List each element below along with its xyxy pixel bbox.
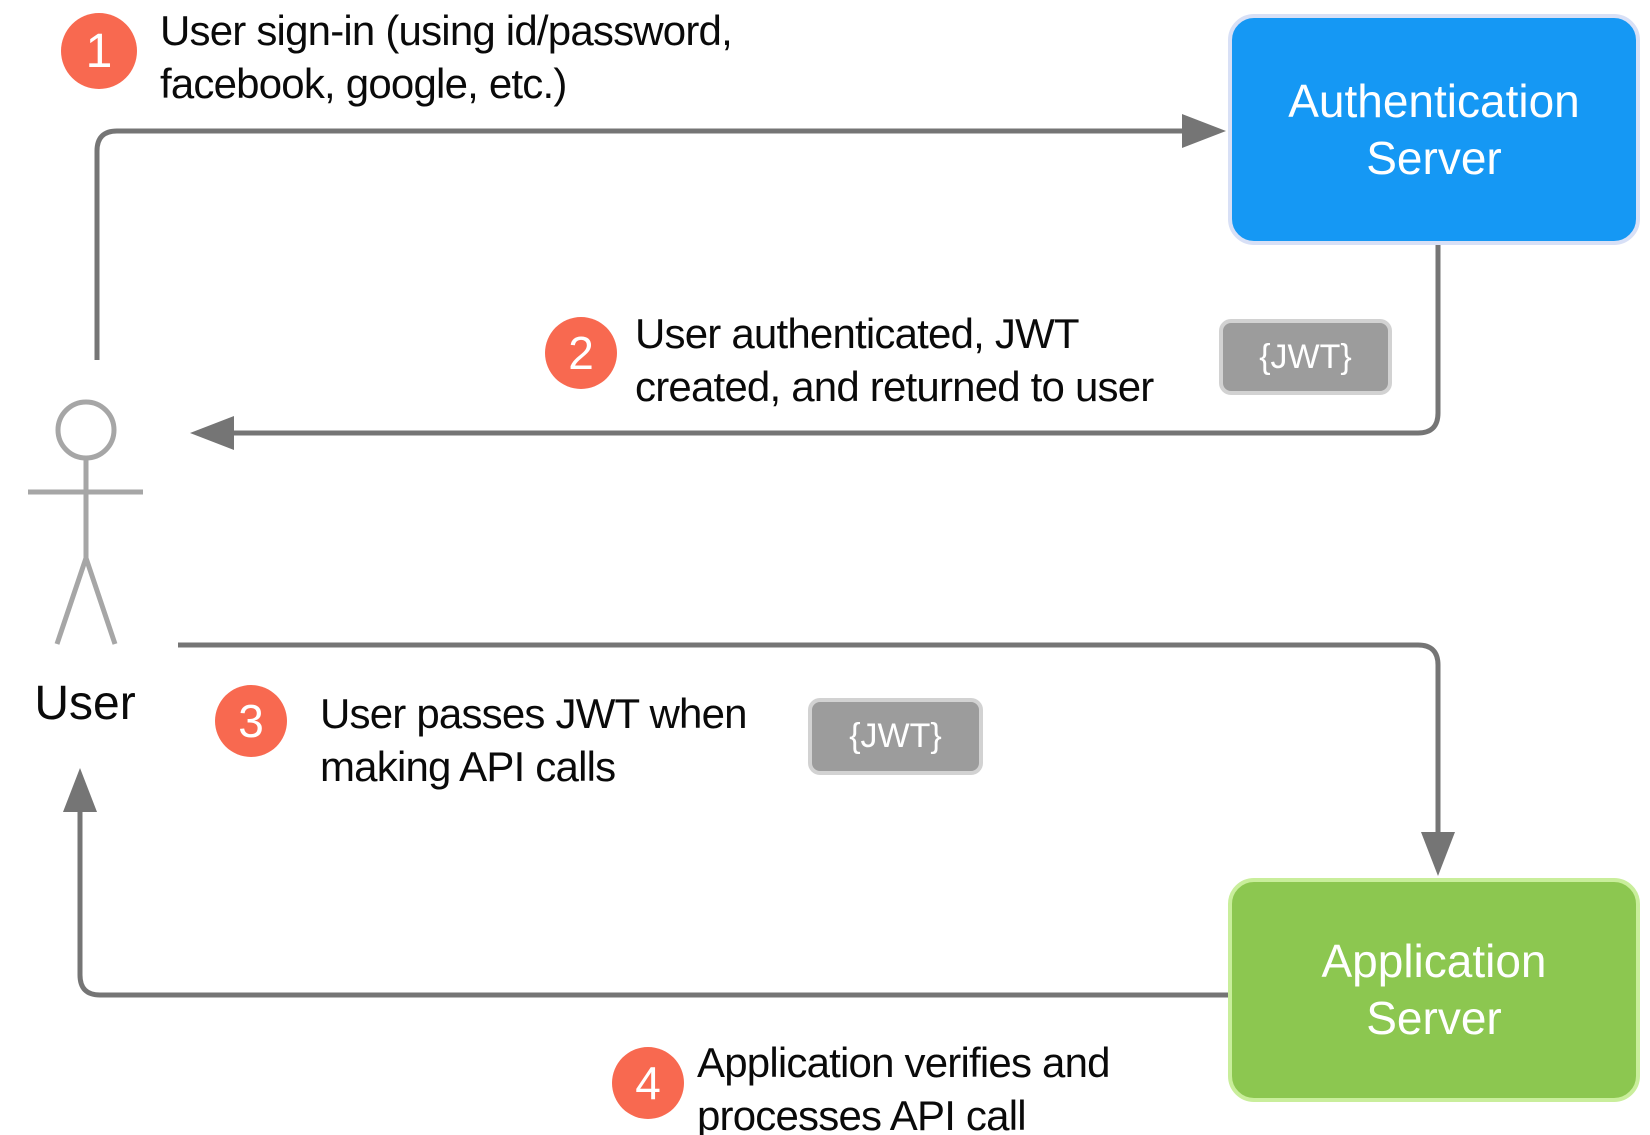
step-1-number-badge: 1 <box>61 13 137 89</box>
step-3-description: User passes JWT when making API calls <box>320 690 748 790</box>
jwt-token-badge-2: {JWT} <box>808 698 983 775</box>
user-actor-label: User <box>34 677 136 730</box>
arrow-3-line <box>178 642 1441 834</box>
step-2-description: User authenticated, JWT created, and ret… <box>635 310 1154 410</box>
arrow-2-line <box>232 245 1441 436</box>
arrow-2-head-icon <box>190 416 234 450</box>
step-2-number-badge: 2 <box>545 317 617 389</box>
arrow-1-head-icon <box>1182 114 1226 148</box>
arrow-1-line <box>94 128 1184 360</box>
step-4-number: 4 <box>635 1057 661 1109</box>
step-2-number: 2 <box>568 327 594 379</box>
jwt-token-badge-1: {JWT} <box>1219 319 1392 395</box>
arrow-4-line <box>77 810 1228 998</box>
application-server-node: Application Server <box>1228 878 1640 1102</box>
jwt-token-label: {JWT} <box>1259 337 1352 376</box>
user-stick-figure-icon <box>28 399 143 645</box>
stick-figure-body <box>28 458 143 645</box>
jwt-token-label: {JWT} <box>849 717 942 755</box>
step-3-number-badge: 3 <box>215 685 287 757</box>
step-1-number: 1 <box>85 24 113 78</box>
arrow-4-head-icon <box>63 768 97 812</box>
authentication-server-label: Authentication Server <box>1288 74 1580 184</box>
step-1-description: User sign-in (using id/password, faceboo… <box>160 7 733 107</box>
stick-figure-head <box>55 399 117 461</box>
authentication-server-node: Authentication Server <box>1228 14 1640 245</box>
step-4-number-badge: 4 <box>612 1047 684 1119</box>
step-3-number: 3 <box>238 695 264 747</box>
step-4-description: Application verifies and processes API c… <box>697 1039 1111 1135</box>
application-server-label: Application Server <box>1321 935 1547 1044</box>
arrow-3-head-icon <box>1421 832 1455 876</box>
